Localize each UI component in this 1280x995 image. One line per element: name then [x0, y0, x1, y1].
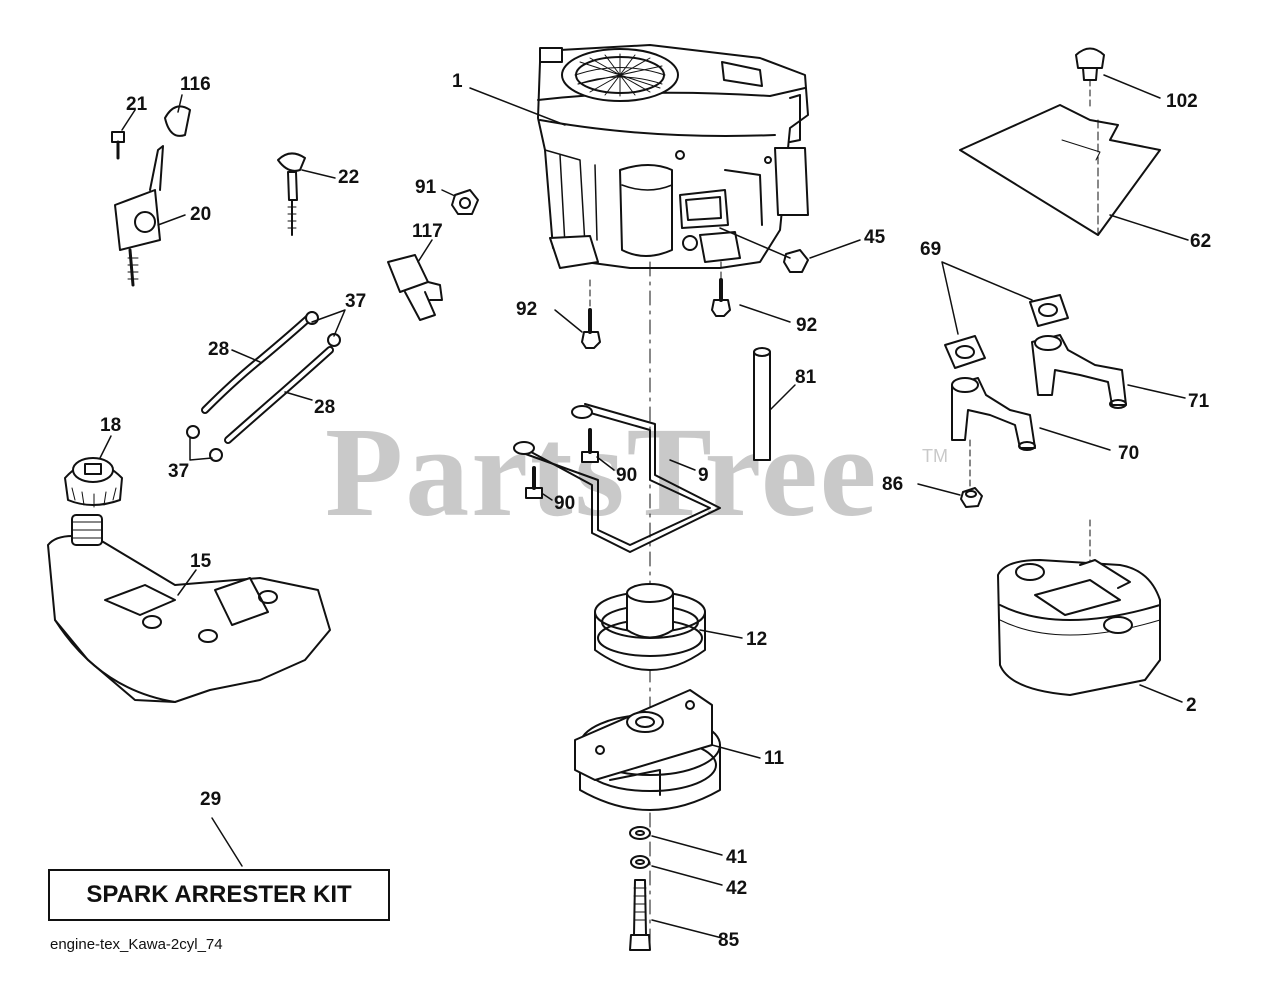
callout-117: 117: [412, 221, 443, 242]
callout-37-bottom: 37: [168, 461, 190, 482]
callout-21: 21: [126, 94, 148, 115]
pulley: [594, 583, 743, 671]
callout-70: 70: [1118, 443, 1140, 464]
exhaust-pipe-70: [951, 377, 1111, 451]
callout-45: 45: [864, 227, 886, 248]
callout-9: 9: [698, 465, 709, 486]
muffler: [997, 519, 1183, 703]
nut-45: [719, 227, 861, 273]
bolt-85: [629, 879, 723, 951]
bolt-90-b: [525, 466, 553, 501]
throttle-control: [111, 94, 191, 287]
callout-91: 91: [415, 177, 437, 198]
diagram-filename: engine-tex_Kawa-2cyl_74: [50, 936, 223, 953]
washer-41: [629, 826, 723, 856]
bolt-90-a: [581, 428, 615, 471]
callout-86: 86: [882, 474, 904, 495]
callout-18: 18: [100, 415, 122, 436]
callout-37-top: 37: [345, 291, 367, 312]
callout-2: 2: [1186, 695, 1197, 716]
callout-92-right: 92: [796, 315, 818, 336]
leader-1: [469, 87, 566, 126]
spark-arrester-kit-box: SPARK ARRESTER KIT: [48, 869, 390, 921]
muffler-heat-shield: [959, 104, 1189, 241]
choke-knob: [277, 152, 336, 236]
leader-29: [211, 817, 243, 867]
callout-62: 62: [1190, 231, 1212, 252]
callout-90-a: 90: [616, 465, 638, 486]
fuel-lines: [186, 309, 346, 462]
spark-arrester-kit-label: SPARK ARRESTER KIT: [86, 881, 352, 908]
callout-1: 1: [452, 71, 463, 92]
callout-41: 41: [726, 847, 748, 868]
callout-69: 69: [920, 239, 942, 260]
callout-81: 81: [795, 367, 817, 388]
knob-102: [1075, 47, 1161, 111]
callout-12: 12: [746, 629, 768, 650]
callout-85: 85: [718, 930, 740, 951]
callout-28-left: 28: [208, 339, 230, 360]
callout-15: 15: [190, 551, 212, 572]
watermark: PartsTree: [325, 401, 879, 543]
fuel-cap: [64, 435, 123, 508]
callout-116: 116: [180, 74, 211, 95]
exhaust-pipe-71: [1031, 334, 1186, 409]
callout-92-left: 92: [516, 299, 538, 320]
nut-86: [917, 439, 983, 508]
callout-71: 71: [1188, 391, 1210, 412]
callout-20: 20: [190, 204, 212, 225]
callout-42: 42: [726, 878, 748, 899]
washer-42: [630, 855, 723, 886]
fuel-tank: [47, 514, 331, 703]
callout-102: 102: [1166, 91, 1198, 112]
bolt-92-left: [554, 308, 601, 349]
callout-22: 22: [338, 167, 360, 188]
fuel-shutoff-valve: [387, 189, 479, 321]
pto-clutch: [574, 689, 761, 811]
callout-11: 11: [764, 748, 785, 769]
watermark-trademark: TM: [922, 446, 948, 466]
callout-28-right: 28: [314, 397, 336, 418]
bolt-92-right: [711, 278, 791, 323]
callout-90-b: 90: [554, 493, 576, 514]
exhaust-gaskets: [941, 261, 1069, 369]
callout-29: 29: [200, 789, 222, 810]
dipstick-tube: [753, 347, 796, 461]
engine-block: [537, 44, 809, 269]
